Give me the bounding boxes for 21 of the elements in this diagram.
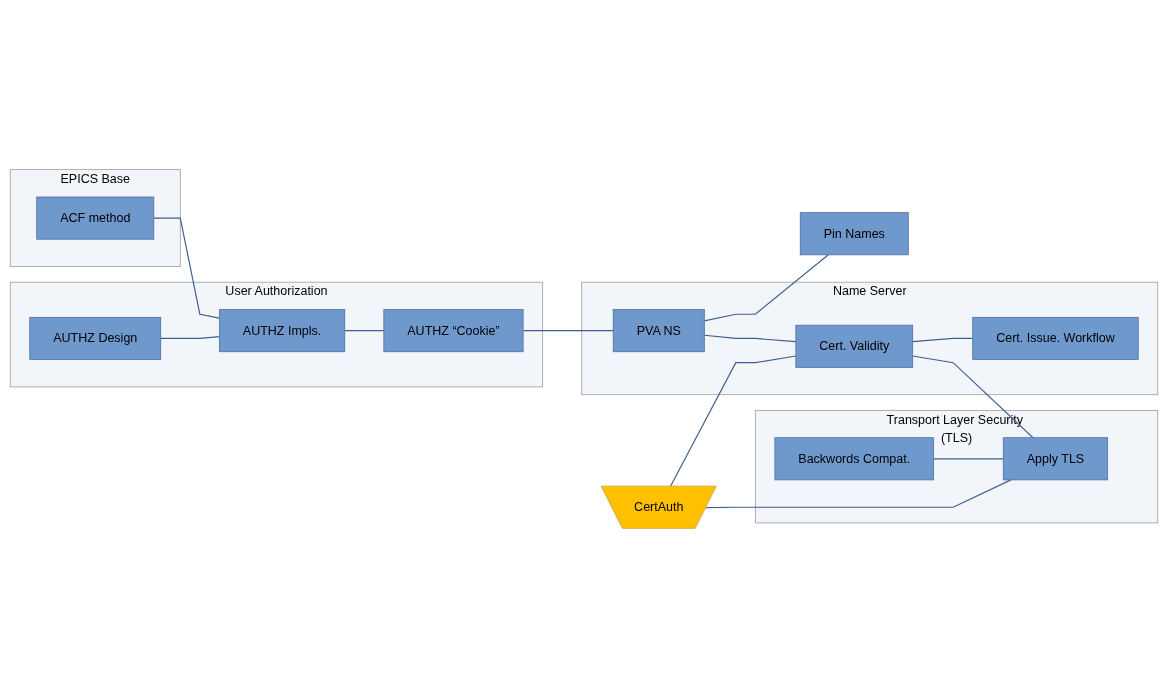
connector — [669, 355, 797, 488]
node-box: ACF method — [36, 196, 155, 240]
connector — [160, 336, 220, 340]
node-box: AUTHZ Design — [29, 316, 162, 360]
connector — [912, 355, 1034, 439]
connector — [344, 330, 385, 332]
node-box: AUTHZ Impls. — [218, 309, 346, 353]
node-box: Cert. Issue. Workflow — [972, 316, 1139, 360]
connector — [912, 337, 974, 343]
connector — [703, 254, 829, 322]
node-box: Cert. Validity — [795, 324, 914, 368]
connector — [705, 479, 1012, 509]
connector — [153, 217, 220, 319]
connector — [703, 334, 797, 343]
node-box: Pin Names — [799, 212, 909, 256]
connector — [933, 458, 1004, 460]
node-box: Apply TLS — [1002, 437, 1109, 481]
node-box: Backwords Compat. — [774, 437, 935, 481]
node-box: AUTHZ “Cookie” — [383, 309, 524, 353]
connector — [522, 330, 614, 332]
node-box: PVA NS — [612, 309, 705, 353]
